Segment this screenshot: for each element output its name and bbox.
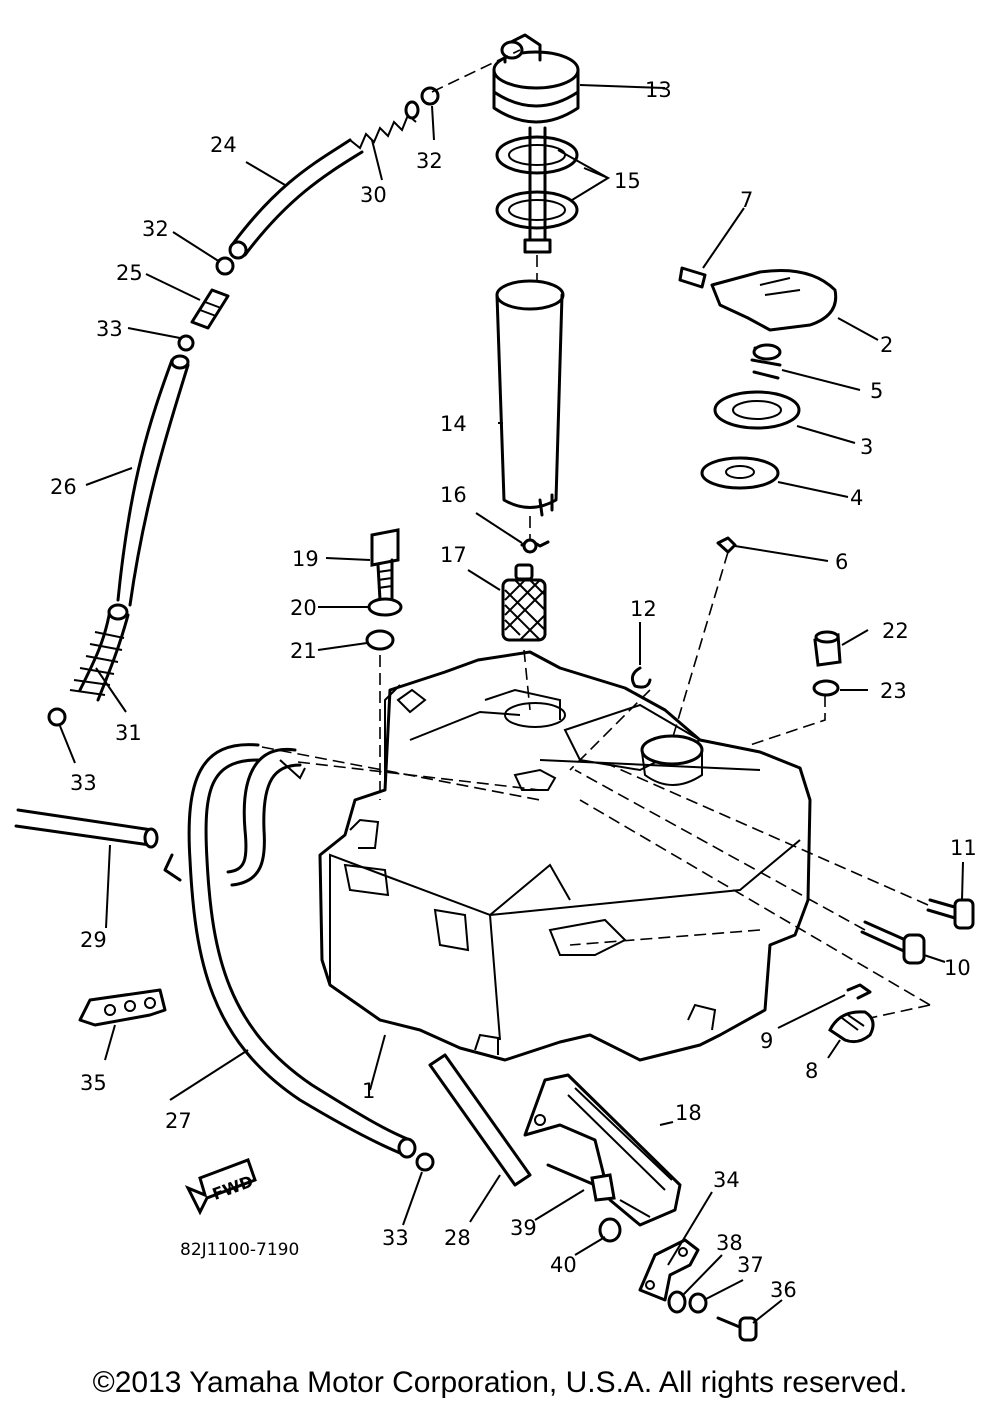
fwd-arrow: FWD xyxy=(184,1158,257,1216)
washer-23 xyxy=(812,679,840,697)
callout-20: 20 xyxy=(290,596,317,620)
callout-23: 23 xyxy=(880,679,907,703)
bracket-18 xyxy=(523,1073,682,1227)
callout-4: 4 xyxy=(850,486,863,510)
clamp-8 xyxy=(828,1010,875,1044)
hose-26 xyxy=(116,354,190,607)
copyright-notice: ©2013 Yamaha Motor Corporation, U.S.A. A… xyxy=(92,1366,908,1399)
callout-2: 2 xyxy=(880,333,893,357)
leader-lines xyxy=(59,84,964,1324)
callout-24: 24 xyxy=(210,133,237,157)
callout-31: 31 xyxy=(115,721,142,745)
callout-21: 21 xyxy=(290,639,317,663)
spring-30 xyxy=(349,100,420,150)
bolt-19 xyxy=(370,528,400,602)
callout-32-left: 32 xyxy=(142,217,169,241)
washer-40 xyxy=(598,1217,622,1243)
callout-17: 17 xyxy=(440,543,467,567)
washer-37 xyxy=(688,1292,708,1314)
overflow-hose xyxy=(226,747,302,887)
callout-10: 10 xyxy=(944,956,971,980)
callout-1: 1 xyxy=(362,1079,375,1103)
screw-11 xyxy=(926,898,975,930)
callout-26: 26 xyxy=(50,475,77,499)
callout-27: 27 xyxy=(165,1109,192,1133)
bracket-35 xyxy=(78,988,167,1027)
bolt-39 xyxy=(546,1163,616,1202)
callout-39: 39 xyxy=(510,1216,537,1240)
pin-7 xyxy=(678,266,707,289)
damper-22 xyxy=(813,630,842,667)
callout-30: 30 xyxy=(360,183,387,207)
drawing-code: 82J1100-7190 xyxy=(180,1240,299,1260)
bracket-34 xyxy=(638,1238,700,1302)
callout-22: 22 xyxy=(882,619,909,643)
callout-18: 18 xyxy=(675,1101,702,1125)
fuel-tank xyxy=(318,650,812,1062)
bolt-36 xyxy=(716,1316,758,1342)
gasket-3 xyxy=(713,390,801,430)
callout-3: 3 xyxy=(860,435,873,459)
washer-38 xyxy=(667,1290,687,1314)
callout-7: 7 xyxy=(740,188,753,212)
spring-5 xyxy=(750,343,782,380)
clamps-32-33 xyxy=(47,86,440,1172)
spring-31 xyxy=(69,603,130,702)
callout-33-bottom: 33 xyxy=(382,1226,409,1250)
hose-27 xyxy=(187,743,417,1159)
callout-29: 29 xyxy=(80,928,107,952)
callout-15: 15 xyxy=(614,169,641,193)
callout-36: 36 xyxy=(770,1278,797,1302)
cap-2 xyxy=(710,268,838,332)
callout-34: 34 xyxy=(713,1168,740,1192)
pad-28 xyxy=(428,1053,532,1187)
callout-19: 19 xyxy=(292,547,319,571)
clip-16 xyxy=(520,538,550,554)
clip-12 xyxy=(630,666,652,689)
callout-8: 8 xyxy=(805,1059,818,1083)
callout-28: 28 xyxy=(444,1226,471,1250)
tube-14 xyxy=(495,279,565,517)
callout-12: 12 xyxy=(630,597,657,621)
clip-9 xyxy=(846,983,872,1000)
callout-5: 5 xyxy=(870,379,883,403)
callout-25: 25 xyxy=(116,261,143,285)
callout-38: 38 xyxy=(716,1231,743,1255)
plate-4 xyxy=(700,456,780,490)
screw-10 xyxy=(860,920,926,965)
fuel-filter-17 xyxy=(501,563,547,642)
hose-29 xyxy=(14,808,182,882)
callout-labels: 1 2 3 4 5 6 7 8 9 10 11 12 13 14 15 16 1… xyxy=(50,78,977,1302)
washer-21 xyxy=(365,629,395,651)
callout-11: 11 xyxy=(950,836,977,860)
callout-9: 9 xyxy=(760,1029,773,1053)
fuel-gauge-cap-13 xyxy=(492,33,580,254)
callout-14: 14 xyxy=(440,412,467,436)
callout-33-upper: 33 xyxy=(96,317,123,341)
callout-32-top: 32 xyxy=(416,149,443,173)
callout-13: 13 xyxy=(645,78,672,102)
gasket-15 xyxy=(495,135,579,230)
nut-6 xyxy=(716,536,737,554)
washer-20 xyxy=(367,597,403,617)
fitting-25 xyxy=(190,288,230,330)
callout-6: 6 xyxy=(835,550,848,574)
callout-33-lower-left: 33 xyxy=(70,771,97,795)
assembly-lines xyxy=(261,49,931,1019)
callout-37: 37 xyxy=(737,1253,764,1277)
hose-24 xyxy=(228,138,364,260)
callout-16: 16 xyxy=(440,483,467,507)
callout-35: 35 xyxy=(80,1071,107,1095)
callout-40: 40 xyxy=(550,1253,577,1277)
